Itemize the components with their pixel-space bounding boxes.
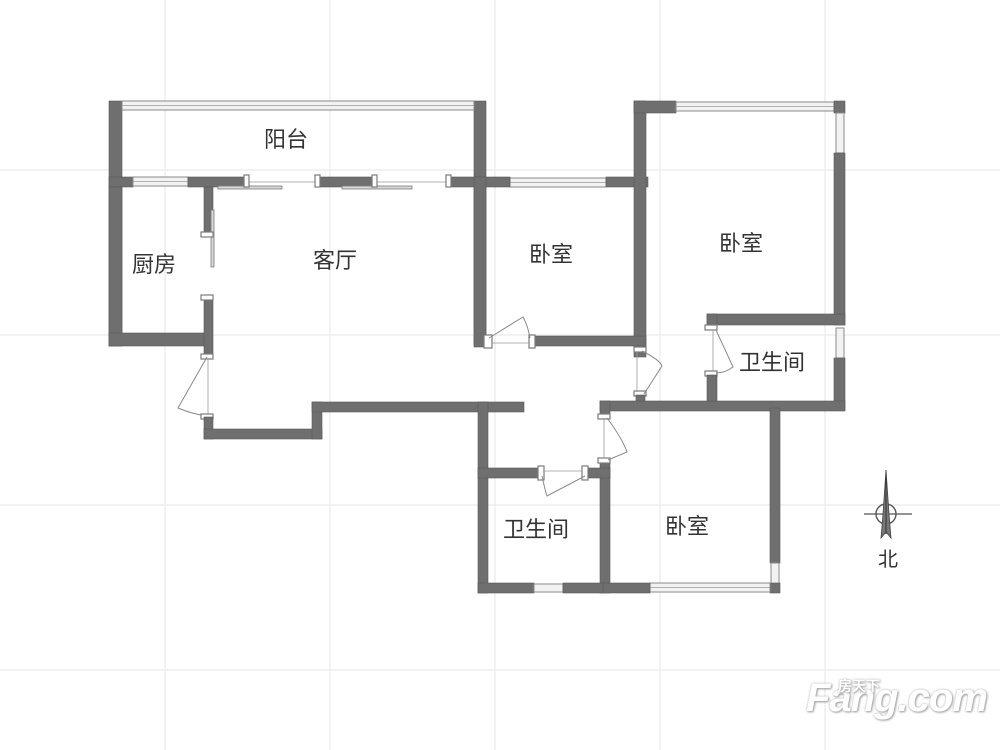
watermark-logo: Fang.com (806, 676, 988, 720)
watermark-chinese: 房天下 (838, 678, 880, 694)
north-label: 北 (878, 547, 898, 571)
room-label-balcony: 阳台 (264, 128, 308, 153)
north-compass-icon (864, 469, 912, 540)
room-label-bathroom-2: 卫生间 (503, 518, 569, 543)
room-label-bedroom-1: 卧室 (529, 243, 573, 268)
room-label-living-room: 客厅 (313, 249, 357, 274)
room-label-bedroom-2: 卧室 (719, 232, 763, 257)
walls (108, 100, 846, 594)
room-label-bathroom-1: 卫生间 (739, 351, 805, 376)
room-label-kitchen: 厨房 (132, 253, 176, 278)
room-label-bedroom-3: 卧室 (665, 515, 709, 540)
